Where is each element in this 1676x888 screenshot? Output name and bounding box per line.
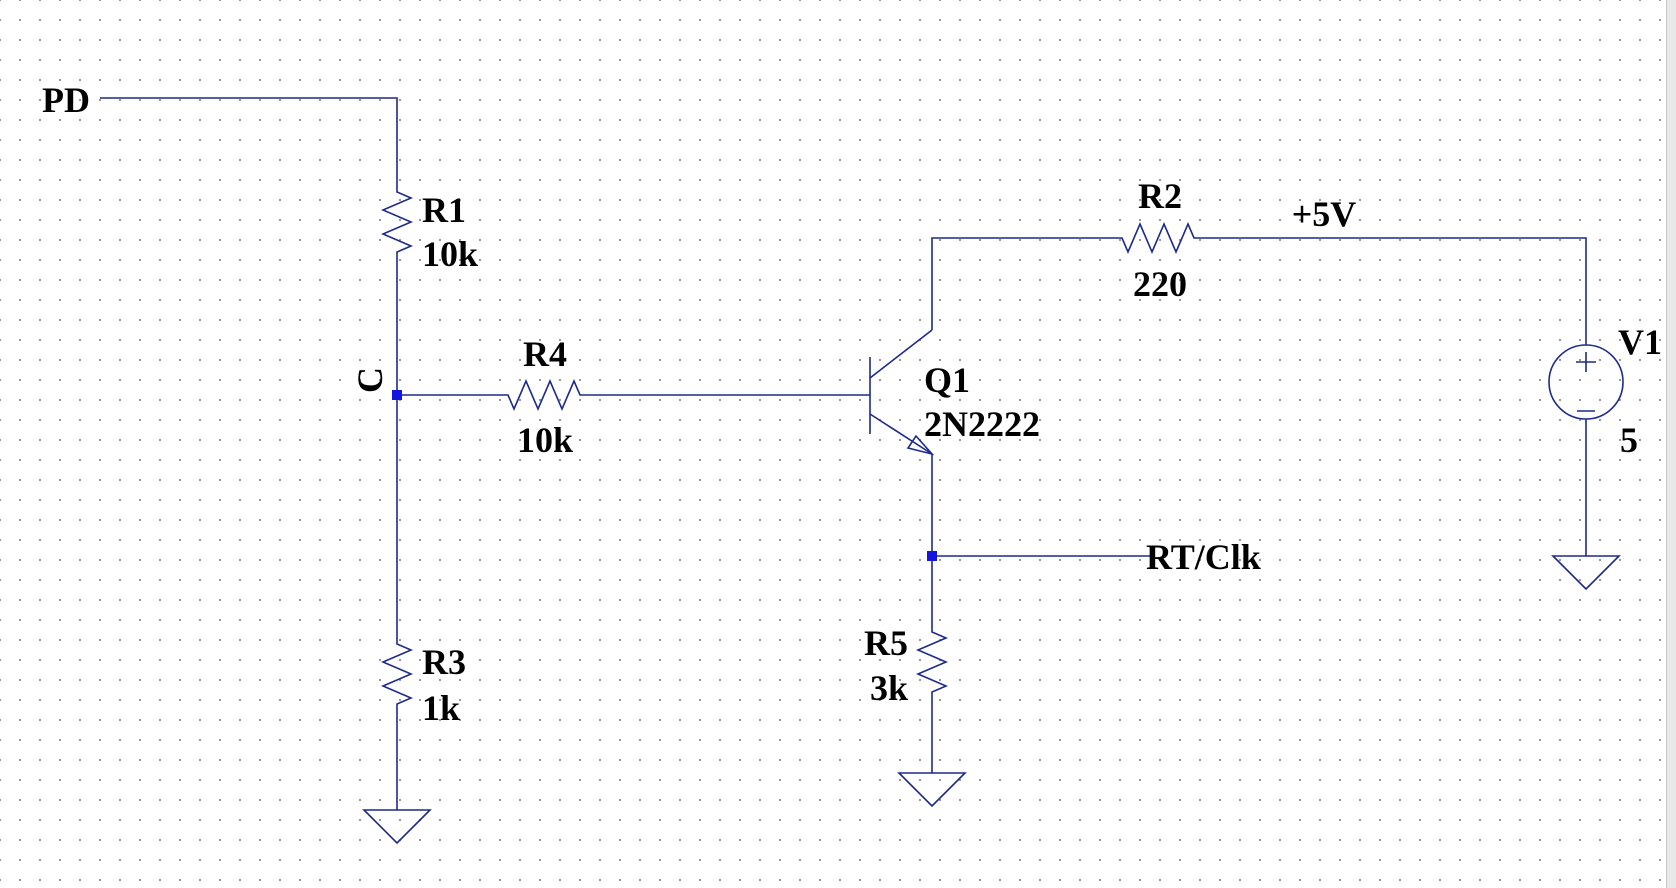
r1-name: R1 xyxy=(422,190,466,230)
ground-symbol-v1[interactable] xyxy=(1551,555,1621,591)
r5-value: 3k xyxy=(870,668,908,708)
r5-name: R5 xyxy=(864,623,908,663)
resistor-r1[interactable] xyxy=(380,188,414,262)
q1-value: 2N2222 xyxy=(924,404,1040,444)
voltage-source-v1[interactable] xyxy=(1548,344,1624,420)
wire-supply[interactable] xyxy=(1204,237,1587,345)
v1-value: 5 xyxy=(1620,420,1638,460)
r4-value: 10k xyxy=(517,420,573,460)
resistor-r3[interactable] xyxy=(380,640,414,714)
resistor-r2[interactable] xyxy=(1118,221,1204,255)
junction-node-c xyxy=(392,390,402,400)
r3-value: 1k xyxy=(422,688,460,728)
r4-name: R4 xyxy=(523,334,567,374)
v1-name: V1 xyxy=(1618,322,1662,362)
ground-symbol-r5[interactable] xyxy=(897,772,967,808)
ground-symbol-r3[interactable] xyxy=(362,809,432,845)
junction-rt-clk xyxy=(927,551,937,561)
q1-name: Q1 xyxy=(924,360,970,400)
wire-pd[interactable] xyxy=(100,97,398,188)
r2-value: 220 xyxy=(1133,264,1187,304)
window-edge xyxy=(1666,0,1676,888)
wire-collector-r2[interactable] xyxy=(931,237,1118,330)
resistor-r5[interactable] xyxy=(915,628,949,702)
net-label-pd[interactable]: PD xyxy=(42,80,90,120)
r2-name: R2 xyxy=(1138,176,1182,216)
resistor-r4[interactable] xyxy=(504,378,590,412)
net-label-supply[interactable]: +5V xyxy=(1292,194,1357,234)
net-label-c[interactable]: C xyxy=(350,367,390,393)
net-label-rt-clk[interactable]: RT/Clk xyxy=(1146,537,1261,577)
r3-name: R3 xyxy=(422,642,466,682)
transistor-q1[interactable] xyxy=(869,329,935,456)
r1-value: 10k xyxy=(422,234,478,274)
